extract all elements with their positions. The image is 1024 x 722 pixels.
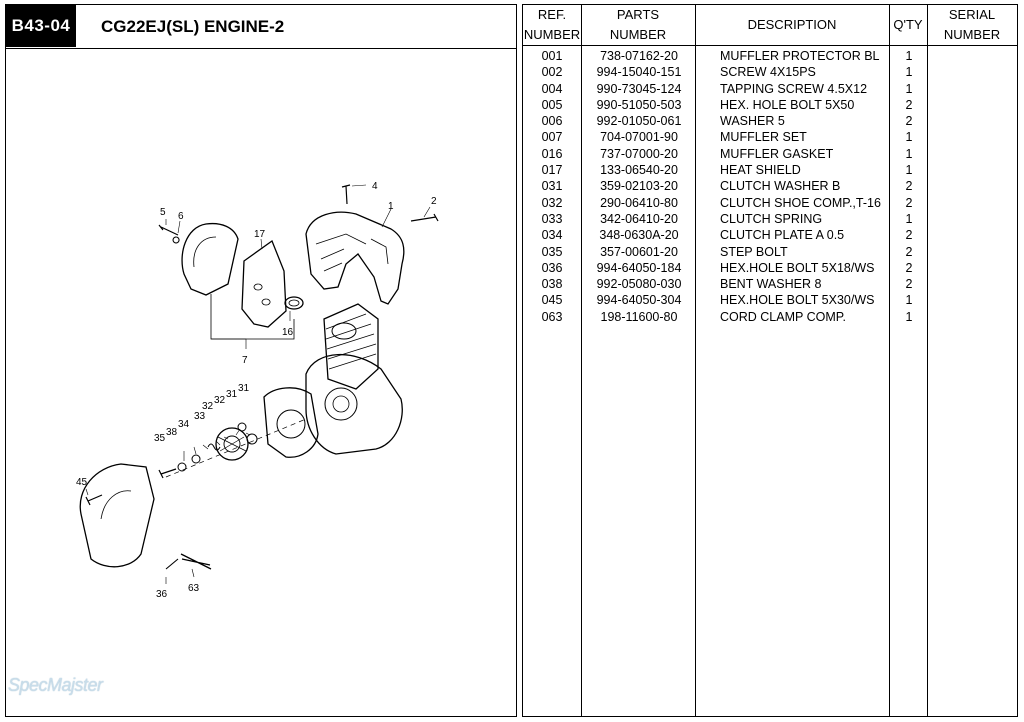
callout-6: 6 bbox=[178, 211, 184, 222]
header-divider bbox=[523, 45, 1017, 46]
callout-7: 7 bbox=[242, 355, 248, 366]
muffler-gasket bbox=[284, 296, 304, 310]
column-divider bbox=[927, 5, 928, 716]
page-title: CG22EJ(SL) ENGINE-2 bbox=[101, 17, 285, 36]
callout-45: 45 bbox=[76, 477, 88, 488]
callout-33: 33 bbox=[194, 411, 206, 422]
heat-shield bbox=[241, 239, 287, 328]
parts-table: REF. NUMBER PARTS NUMBER DESCRIPTION Q'T… bbox=[522, 4, 1018, 717]
callout-4: 4 bbox=[372, 181, 378, 192]
callout-31a: 31 bbox=[238, 383, 250, 394]
callout-16: 16 bbox=[282, 327, 294, 338]
clutch-housing bbox=[263, 387, 319, 458]
header-qty: Q'TY bbox=[893, 17, 923, 32]
clutch-washer bbox=[246, 433, 258, 445]
callout-17: 17 bbox=[254, 229, 266, 240]
callout-2: 2 bbox=[431, 196, 437, 207]
callout-32a: 32 bbox=[214, 395, 226, 406]
diagram-panel: B43-04 CG22EJ(SL) ENGINE-2 bbox=[5, 4, 517, 717]
clutch-spring bbox=[207, 443, 221, 451]
cylinder bbox=[323, 303, 379, 390]
callout-63: 63 bbox=[188, 583, 200, 594]
callout-5: 5 bbox=[160, 207, 166, 218]
muffler-cover bbox=[181, 222, 239, 296]
watermark-logo: SpecMajster bbox=[8, 675, 103, 695]
muffler-protector bbox=[305, 211, 405, 305]
screw-2 bbox=[410, 213, 439, 222]
step-bolt bbox=[158, 468, 177, 479]
callout-1: 1 bbox=[388, 201, 394, 212]
column-divider bbox=[695, 5, 696, 716]
column-divider bbox=[889, 5, 890, 716]
callout-34: 34 bbox=[178, 419, 190, 430]
washer-6 bbox=[172, 236, 180, 244]
clutch-plate bbox=[191, 454, 201, 464]
callout-38: 38 bbox=[166, 427, 178, 438]
header-description: DESCRIPTION bbox=[747, 17, 837, 32]
bent-washer bbox=[177, 462, 187, 472]
screw-4 bbox=[341, 184, 351, 205]
header-serial-number: SERIAL NUMBER bbox=[943, 7, 1001, 42]
title-bar: B43-04 CG22EJ(SL) ENGINE-2 bbox=[6, 5, 516, 49]
fan-cover bbox=[79, 463, 155, 568]
exploded-view-diagram: 4 1 2 5 6 17 16 7 31 31 32 32 33 34 38 3… bbox=[76, 181, 439, 600]
column-divider bbox=[581, 5, 582, 716]
bolt-45 bbox=[85, 494, 103, 506]
callout-36: 36 bbox=[156, 589, 168, 600]
header-ref: REF. NUMBER bbox=[523, 7, 581, 42]
bolt-5 bbox=[158, 224, 179, 236]
callout-31b: 31 bbox=[226, 389, 238, 400]
page-code: B43-04 bbox=[6, 5, 76, 47]
cord-clamp bbox=[180, 553, 212, 570]
crankcase bbox=[305, 353, 403, 455]
callout-32b: 32 bbox=[202, 401, 214, 412]
callout-35: 35 bbox=[154, 433, 166, 444]
clutch-shoe bbox=[215, 427, 249, 461]
header-parts-number: PARTS NUMBER bbox=[609, 7, 667, 42]
